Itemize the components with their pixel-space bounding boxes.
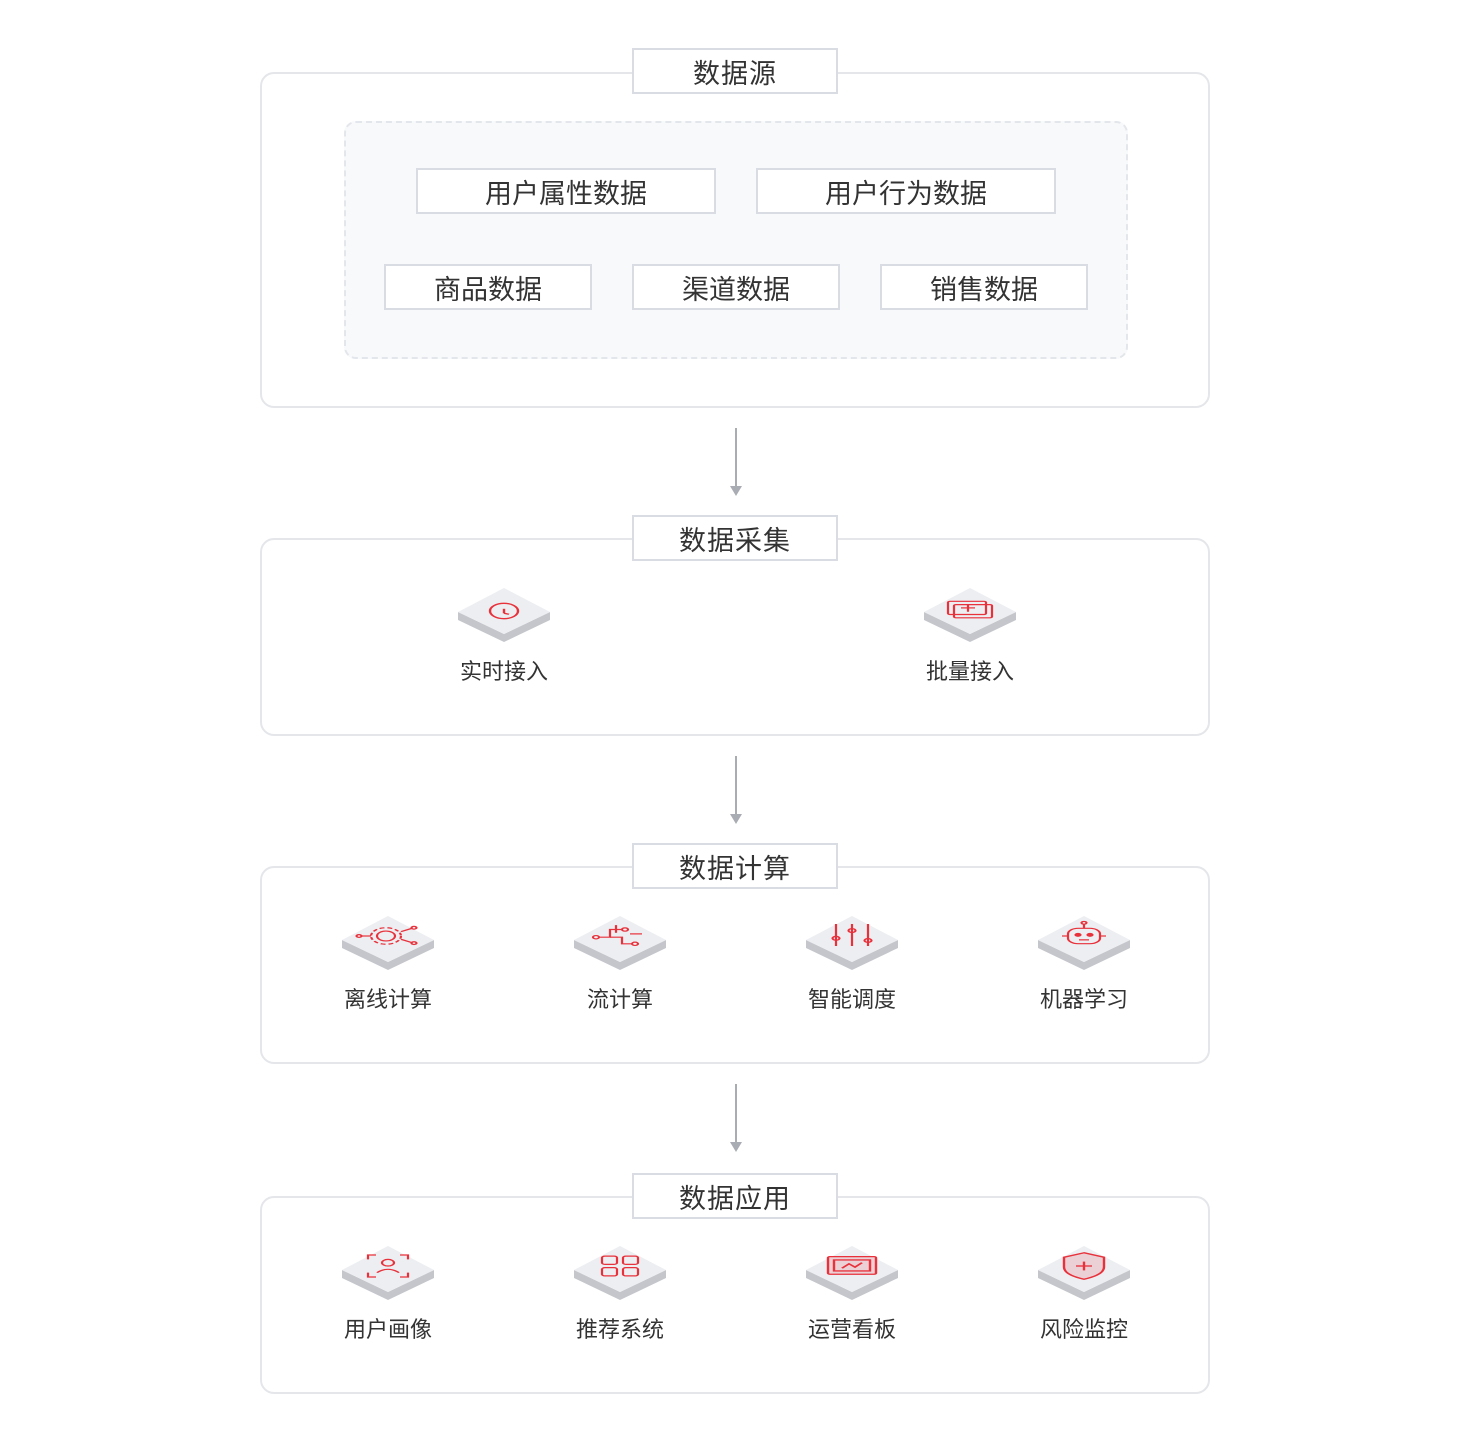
data-apply-panel [260, 1196, 1210, 1394]
flow-nodes-icon [574, 916, 666, 970]
compute-item-label: 机器学习 [1039, 988, 1128, 1013]
compute-item-stream: 流计算 [520, 910, 720, 1014]
apply-item-label: 用户画像 [343, 1318, 432, 1343]
compute-item-label: 流计算 [586, 988, 653, 1013]
apply-item-label: 风险监控 [1039, 1318, 1128, 1343]
source-item-sales: 销售数据 [880, 264, 1088, 310]
source-item-user-attributes: 用户属性数据 [416, 168, 716, 214]
flow-arrow-2 [729, 756, 743, 824]
grid-cubes-icon [574, 1246, 666, 1300]
robot-icon [1038, 916, 1130, 970]
section-title-data-collect: 数据采集 [632, 515, 838, 561]
apply-item-recommend: 推荐系统 [520, 1240, 720, 1344]
source-item-channels: 渠道数据 [632, 264, 840, 310]
apply-item-risk: 风险监控 [984, 1240, 1184, 1344]
shield-plus-icon [1038, 1246, 1130, 1300]
collect-item-label: 批量接入 [925, 660, 1014, 685]
source-item-user-behavior: 用户行为数据 [756, 168, 1056, 214]
compute-item-label: 智能调度 [807, 988, 896, 1013]
data-source-inner-group [344, 121, 1128, 359]
flow-arrow-1 [729, 428, 743, 496]
stacked-cards-icon [924, 588, 1016, 642]
sliders-icon [806, 916, 898, 970]
section-title-data-apply: 数据应用 [632, 1173, 838, 1219]
flow-arrow-3 [729, 1084, 743, 1152]
apply-item-user-profile: 用户画像 [288, 1240, 488, 1344]
apply-item-label: 推荐系统 [575, 1318, 664, 1343]
chart-board-icon [806, 1246, 898, 1300]
source-item-products: 商品数据 [384, 264, 592, 310]
timer-icon [458, 588, 550, 642]
section-title-data-compute: 数据计算 [632, 843, 838, 889]
apply-item-label: 运营看板 [807, 1318, 896, 1343]
section-title-data-source: 数据源 [632, 48, 838, 94]
compute-item-label: 离线计算 [343, 988, 432, 1013]
data-collect-panel [260, 538, 1210, 736]
collect-item-batch: 批量接入 [870, 582, 1070, 686]
collect-item-label: 实时接入 [459, 660, 548, 685]
compute-item-offline: 离线计算 [288, 910, 488, 1014]
compute-item-scheduling: 智能调度 [752, 910, 952, 1014]
compute-item-ml: 机器学习 [984, 910, 1184, 1014]
user-profile-icon [342, 1246, 434, 1300]
collect-item-realtime: 实时接入 [404, 582, 604, 686]
gear-circuit-icon [342, 916, 434, 970]
apply-item-dashboard: 运营看板 [752, 1240, 952, 1344]
